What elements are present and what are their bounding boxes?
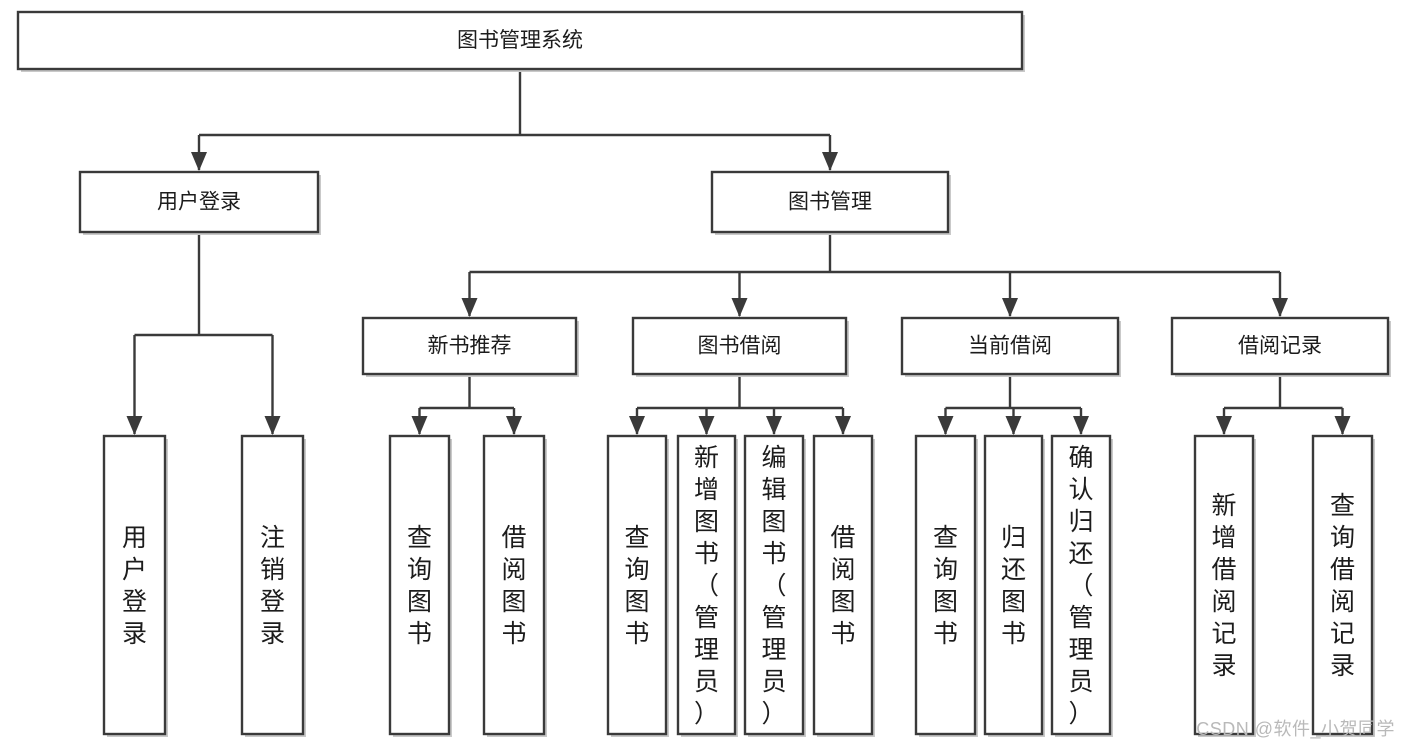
node-rect[interactable] <box>16 10 1024 71</box>
node-rect[interactable] <box>1311 434 1374 736</box>
node-label: 新增图书（管理员） <box>694 444 719 728</box>
node-rect[interactable] <box>102 434 167 736</box>
node-rect[interactable] <box>743 434 805 736</box>
node-rect[interactable] <box>710 170 950 234</box>
arrow-head-icon <box>766 416 782 435</box>
node-leaf-add-book-admin[interactable]: 新增图书（管理员） <box>676 434 738 737</box>
arrow-head-icon <box>1272 298 1288 317</box>
arrow-head-icon <box>461 298 478 317</box>
node-book-borrow[interactable]: 图书借阅 <box>631 316 849 377</box>
node-rect[interactable] <box>361 316 578 376</box>
node-rect[interactable] <box>388 434 451 736</box>
arrow-head-icon <box>411 416 428 435</box>
node-leaf-borrow-book[interactable]: 借阅图书 <box>812 434 875 737</box>
node-label: 借阅图书 <box>501 524 526 648</box>
node-label: 编辑图书（管理员） <box>761 444 786 728</box>
node-rect[interactable] <box>240 434 305 736</box>
node-rect[interactable] <box>1050 434 1112 736</box>
arrow-head-icon <box>1005 416 1022 435</box>
node-label: 借阅记录 <box>1238 335 1322 358</box>
node-leaf-borrow-book-recommend[interactable]: 借阅图书 <box>482 434 547 737</box>
arrow-head-icon <box>1216 416 1232 435</box>
node-label: 归还图书 <box>1001 524 1026 648</box>
arrow-head-icon <box>937 416 954 435</box>
node-leaf-add-borrow-record[interactable]: 新增借阅记录 <box>1193 434 1256 737</box>
node-leaf-user-login[interactable]: 用户登录 <box>102 434 168 737</box>
arrow-head-icon <box>731 298 748 317</box>
node-rect[interactable] <box>983 434 1044 736</box>
node-root[interactable]: 图书管理系统 <box>16 10 1025 72</box>
arrow-head-icon <box>191 152 207 171</box>
arrow-head-icon <box>264 416 281 435</box>
node-leaf-user-logout[interactable]: 注销登录 <box>240 434 306 737</box>
node-label: 查询图书 <box>624 524 649 648</box>
node-leaf-query-book-borrow[interactable]: 查询图书 <box>606 434 669 737</box>
node-leaf-edit-book-admin[interactable]: 编辑图书（管理员） <box>743 434 806 737</box>
node-label: 确认归还（管理员） <box>1068 444 1093 728</box>
node-rect[interactable] <box>1170 316 1390 376</box>
node-label: 用户登录 <box>157 191 241 214</box>
node-label: 注销登录 <box>260 524 285 648</box>
node-leaf-query-book-recommend[interactable]: 查询图书 <box>388 434 452 737</box>
node-rect[interactable] <box>631 316 848 376</box>
arrow-head-icon <box>822 152 838 171</box>
node-book-manage[interactable]: 图书管理 <box>710 170 951 235</box>
node-user-login[interactable]: 用户登录 <box>78 170 321 235</box>
node-rect[interactable] <box>482 434 546 736</box>
node-label: 查询借阅记录 <box>1330 492 1355 680</box>
node-label: 当前借阅 <box>968 335 1052 358</box>
node-new-book-recommend[interactable]: 新书推荐 <box>361 316 579 377</box>
node-label: 新增借阅记录 <box>1211 492 1236 680</box>
arrow-head-icon <box>629 416 645 435</box>
node-rect[interactable] <box>78 170 320 234</box>
node-rect[interactable] <box>900 316 1120 376</box>
node-rect[interactable] <box>606 434 668 736</box>
arrow-head-icon <box>126 416 143 435</box>
node-label: 图书管理系统 <box>457 29 583 52</box>
node-label: 用户登录 <box>122 524 147 648</box>
node-label: 借阅图书 <box>830 524 855 648</box>
node-current-borrow[interactable]: 当前借阅 <box>900 316 1121 377</box>
node-label: 查询图书 <box>933 524 958 648</box>
arrow-head-icon <box>1002 298 1018 317</box>
arrow-head-icon <box>835 416 851 435</box>
node-leaf-return-book[interactable]: 归还图书 <box>983 434 1045 737</box>
arrow-head-icon <box>506 416 522 435</box>
node-rect[interactable] <box>676 434 737 736</box>
node-leaf-query-book-current[interactable]: 查询图书 <box>914 434 978 737</box>
node-rect[interactable] <box>1193 434 1255 736</box>
node-leaf-query-borrow-record[interactable]: 查询借阅记录 <box>1311 434 1375 737</box>
arrow-head-icon <box>1073 416 1089 435</box>
arrow-head-icon <box>698 416 715 435</box>
node-rect[interactable] <box>914 434 977 736</box>
node-borrow-record[interactable]: 借阅记录 <box>1170 316 1391 377</box>
node-rect[interactable] <box>812 434 874 736</box>
node-leaf-confirm-return-admin[interactable]: 确认归还（管理员） <box>1050 434 1113 737</box>
arrow-head-icon <box>1334 416 1351 435</box>
node-label: 图书管理 <box>788 191 872 214</box>
node-label: 新书推荐 <box>428 335 512 358</box>
node-label: 查询图书 <box>407 524 432 648</box>
node-label: 图书借阅 <box>698 335 782 358</box>
